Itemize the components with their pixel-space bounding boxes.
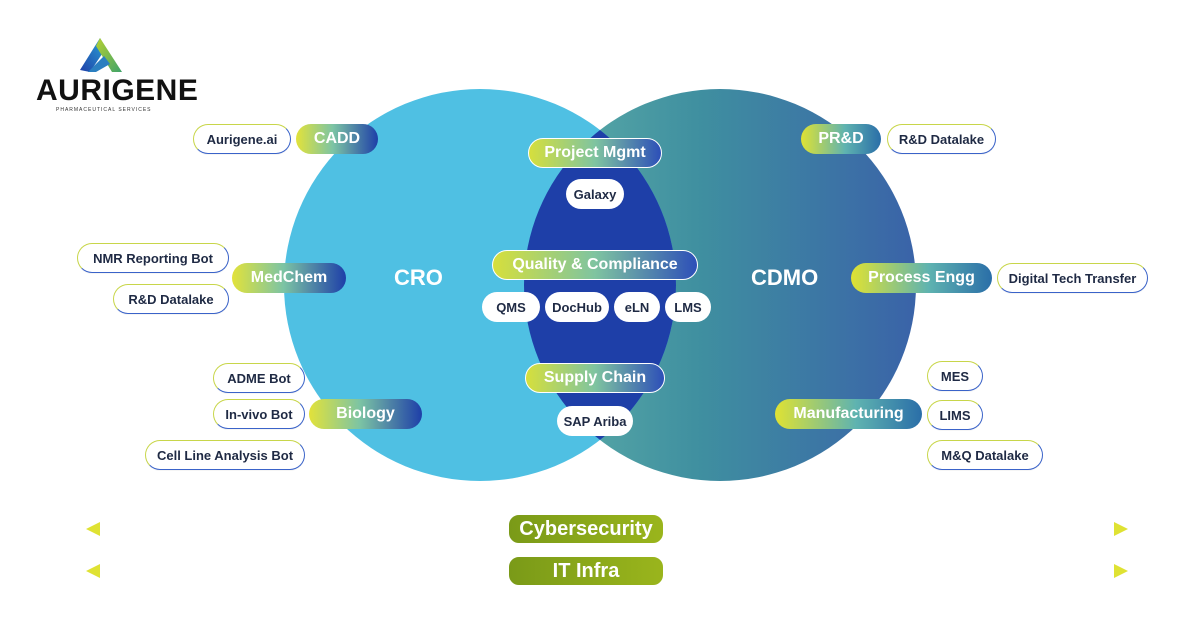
tool-rd-datalake-cdmo: R&D Datalake [887,124,996,154]
tool-dochub: DocHub [545,292,609,322]
tool-cell-line-analysis-bot: Cell Line Analysis Bot [145,440,305,470]
tool-lms: LMS [665,292,711,322]
tool-mes: MES [927,361,983,391]
function-prd: PR&D [801,124,881,154]
group-project-mgmt: Project Mgmt [528,138,662,168]
function-manufacturing: Manufacturing [775,399,922,429]
foundation-it-infra: IT Infra [507,555,665,587]
group-supply-chain: Supply Chain [525,363,665,393]
brand-name: AURIGENE [36,74,199,107]
tool-rd-datalake-cro: R&D Datalake [113,284,229,314]
tool-eln: eLN [614,292,660,322]
tool-sap-ariba: SAP Ariba [557,406,633,436]
tool-in-vivo-bot: In-vivo Bot [213,399,305,429]
tool-aurigene-ai: Aurigene.ai [193,124,291,154]
tool-mq-datalake: M&Q Datalake [927,440,1043,470]
function-cadd: CADD [296,124,378,154]
function-biology: Biology [309,399,422,429]
tool-lims: LIMS [927,400,983,430]
brand-tagline: PHARMACEUTICAL SERVICES [56,107,152,113]
cdmo-label: CDMO [751,265,819,290]
tool-galaxy: Galaxy [566,179,624,209]
function-medchem: MedChem [232,263,346,293]
group-quality-compliance: Quality & Compliance [492,250,698,280]
aurigene-logo-icon [80,38,122,72]
tool-nmr-reporting-bot: NMR Reporting Bot [77,243,229,273]
function-process-engg: Process Engg [851,263,992,293]
tool-adme-bot: ADME Bot [213,363,305,393]
cro-label: CRO [394,265,443,290]
tool-digital-tech-transfer: Digital Tech Transfer [997,263,1148,293]
foundation-cybersecurity: Cybersecurity [507,513,665,545]
tool-qms: QMS [482,292,540,322]
